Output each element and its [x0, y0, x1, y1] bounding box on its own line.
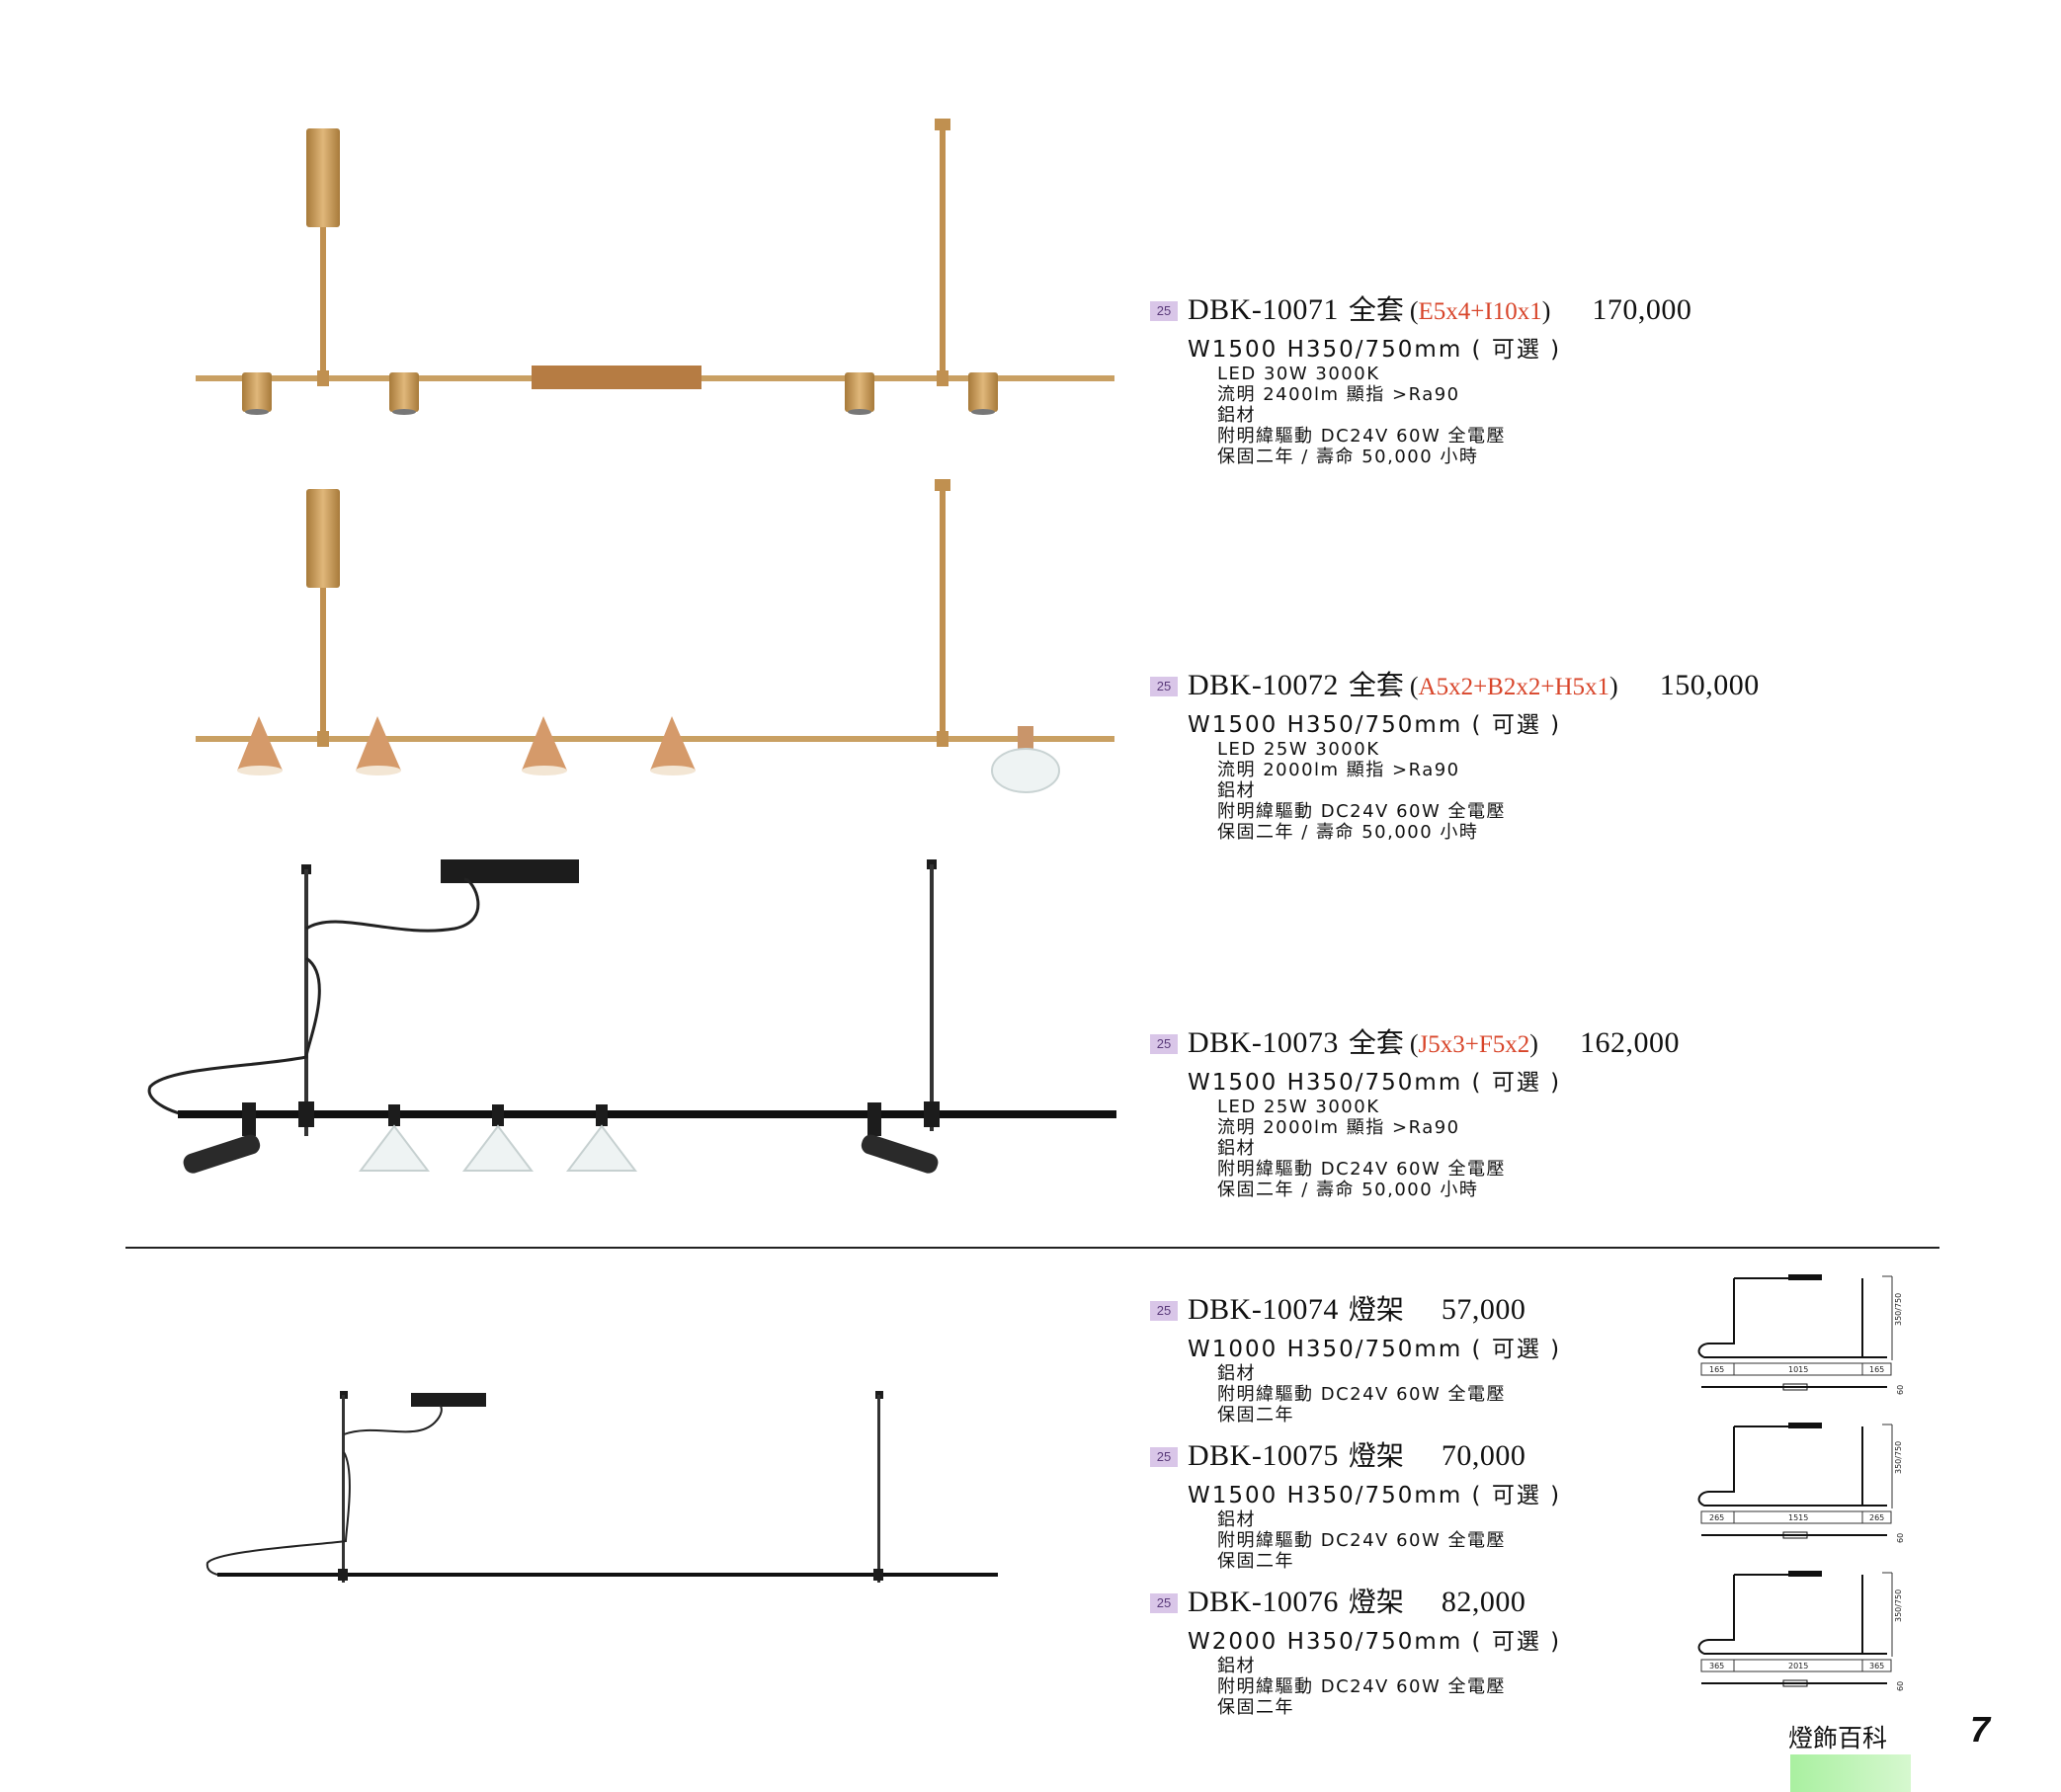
dimension-diagram-dbk-10075: 350/750 265 1515 265 60 [1697, 1423, 1905, 1543]
product-image-dbk-10073 [147, 859, 1116, 1174]
middle-label: 1515 [1788, 1513, 1808, 1522]
product-kind: 燈架 [1348, 1439, 1404, 1472]
product-code: DBK-10072 [1188, 669, 1339, 701]
product-image-dbk-10072 [196, 479, 1114, 793]
dimension-diagram-dbk-10074: 350/750 165 1015 165 60 [1697, 1274, 1905, 1395]
spec-line: 附明緯驅動 DC24V 60W 全電壓 [1217, 1384, 1507, 1405]
dimensions: W1500 H350/750mm ( 可選 ) [1188, 337, 1562, 363]
side-left-label: 365 [1709, 1662, 1724, 1670]
price: 170,000 [1592, 293, 1692, 326]
product-dbk-10076: 25 DBK-10076 燈架 82,000 W2000 H350/750mm … [1150, 1581, 1561, 1718]
dimensions: W1500 H350/750mm ( 可選 ) [1188, 712, 1562, 738]
paren-open: ( [1409, 1029, 1419, 1058]
product-kind: 全套 [1348, 669, 1404, 701]
height-label: 350/750 [1894, 1589, 1903, 1622]
spec-line: 保固二年 / 壽命 50,000 小時 [1217, 1180, 1479, 1200]
product-kind: 全套 [1348, 1026, 1404, 1059]
product-code: DBK-10075 [1188, 1439, 1339, 1472]
price: 82,000 [1441, 1586, 1526, 1618]
price: 162,000 [1579, 1026, 1680, 1059]
spec-line: 鋁材 [1217, 1509, 1256, 1530]
spec-line: 保固二年 / 壽命 50,000 小時 [1217, 447, 1479, 467]
product-image-dbk-10071 [196, 119, 1114, 415]
product-dbk-10075: 25 DBK-10075 燈架 70,000 W1500 H350/750mm … [1150, 1434, 1561, 1572]
spec-line: 鋁材 [1217, 780, 1256, 801]
spec-line: 附明緯驅動 DC24V 60W 全電壓 [1217, 1530, 1507, 1551]
spec-line: 保固二年 [1217, 1405, 1294, 1425]
spec-line: 流明 2400lm 顯指 >Ra90 [1217, 384, 1460, 405]
product-dbk-10074: 25 DBK-10074 燈架 57,000 W1000 H350/750mm … [1150, 1288, 1561, 1425]
spec-line: 流明 2000lm 顯指 >Ra90 [1217, 1117, 1460, 1138]
product-kind: 燈架 [1348, 1586, 1404, 1618]
spec-line: 保固二年 [1217, 1697, 1294, 1718]
badge: 25 [1150, 677, 1178, 696]
product-dbk-10071: 25 DBK-10071 全套 (E5x4+I10x1) 170,000 W15… [1150, 288, 1691, 467]
product-code: DBK-10076 [1188, 1586, 1339, 1618]
spec-line: 鋁材 [1217, 405, 1256, 426]
badge: 25 [1150, 301, 1178, 321]
badge: 25 [1150, 1034, 1178, 1054]
spec-line: 保固二年 / 壽命 50,000 小時 [1217, 822, 1479, 843]
page-number: 7 [1970, 1709, 1991, 1750]
dimensions: W1500 H350/750mm ( 可選 ) [1188, 1070, 1562, 1096]
spec-line: LED 30W 3000K [1217, 364, 1380, 384]
spec-line: 附明緯驅動 DC24V 60W 全電壓 [1217, 426, 1507, 447]
product-code: DBK-10073 [1188, 1026, 1339, 1059]
side-right-label: 365 [1869, 1662, 1884, 1670]
badge: 25 [1150, 1447, 1178, 1467]
dimensions: W1000 H350/750mm ( 可選 ) [1188, 1337, 1562, 1362]
paren-open: ( [1409, 672, 1419, 700]
spec-line: 附明緯驅動 DC24V 60W 全電壓 [1217, 1676, 1507, 1697]
section-divider [125, 1247, 1939, 1249]
spec-line: 鋁材 [1217, 1656, 1256, 1676]
product-kind: 燈架 [1348, 1293, 1404, 1326]
dimension-diagram-dbk-10076: 350/750 365 2015 365 60 [1697, 1571, 1905, 1691]
product-kind: 全套 [1348, 293, 1404, 326]
product-image-frame [206, 1391, 998, 1583]
price: 70,000 [1441, 1439, 1526, 1472]
dimensions: W2000 H350/750mm ( 可選 ) [1188, 1629, 1562, 1655]
side-right-label: 165 [1869, 1365, 1884, 1374]
footer-color-bar [1790, 1754, 1911, 1792]
product-code: DBK-10074 [1188, 1293, 1339, 1326]
price: 150,000 [1659, 669, 1760, 701]
product-code: DBK-10071 [1188, 293, 1339, 326]
side-left-label: 265 [1709, 1513, 1724, 1522]
spec-line: LED 25W 3000K [1217, 739, 1380, 760]
dimensions: W1500 H350/750mm ( 可選 ) [1188, 1483, 1562, 1508]
paren-close: ) [1541, 296, 1551, 325]
paren-close: ) [1609, 672, 1618, 700]
badge: 25 [1150, 1301, 1178, 1321]
spec-line: 附明緯驅動 DC24V 60W 全電壓 [1217, 801, 1507, 822]
spec-line: 流明 2000lm 顯指 >Ra90 [1217, 760, 1460, 780]
spec-line: LED 25W 3000K [1217, 1097, 1380, 1117]
side-left-label: 165 [1709, 1365, 1724, 1374]
spec-line: 附明緯驅動 DC24V 60W 全電壓 [1217, 1159, 1507, 1180]
depth-label: 60 [1896, 1681, 1905, 1691]
spec-line: 鋁材 [1217, 1138, 1256, 1159]
middle-label: 1015 [1788, 1365, 1808, 1374]
components: A5x2+B2x2+H5x1 [1418, 674, 1610, 700]
paren-open: ( [1409, 296, 1419, 325]
spec-line: 保固二年 [1217, 1551, 1294, 1572]
product-dbk-10073: 25 DBK-10073 全套 (J5x3+F5x2) 162,000 W150… [1150, 1021, 1680, 1200]
middle-label: 2015 [1788, 1662, 1808, 1670]
spec-line: 鋁材 [1217, 1363, 1256, 1384]
product-dbk-10072: 25 DBK-10072 全套 (A5x2+B2x2+H5x1) 150,000… [1150, 664, 1760, 843]
price: 57,000 [1441, 1293, 1526, 1326]
components: E5x4+I10x1 [1418, 298, 1542, 325]
footer-brand: 燈飾百科 [1788, 1724, 1888, 1752]
badge: 25 [1150, 1593, 1178, 1613]
paren-close: ) [1529, 1029, 1538, 1058]
depth-label: 60 [1896, 1385, 1905, 1395]
depth-label: 60 [1896, 1533, 1905, 1543]
side-right-label: 265 [1869, 1513, 1884, 1522]
height-label: 350/750 [1894, 1293, 1903, 1326]
components: J5x3+F5x2 [1418, 1031, 1530, 1058]
height-label: 350/750 [1894, 1441, 1903, 1474]
